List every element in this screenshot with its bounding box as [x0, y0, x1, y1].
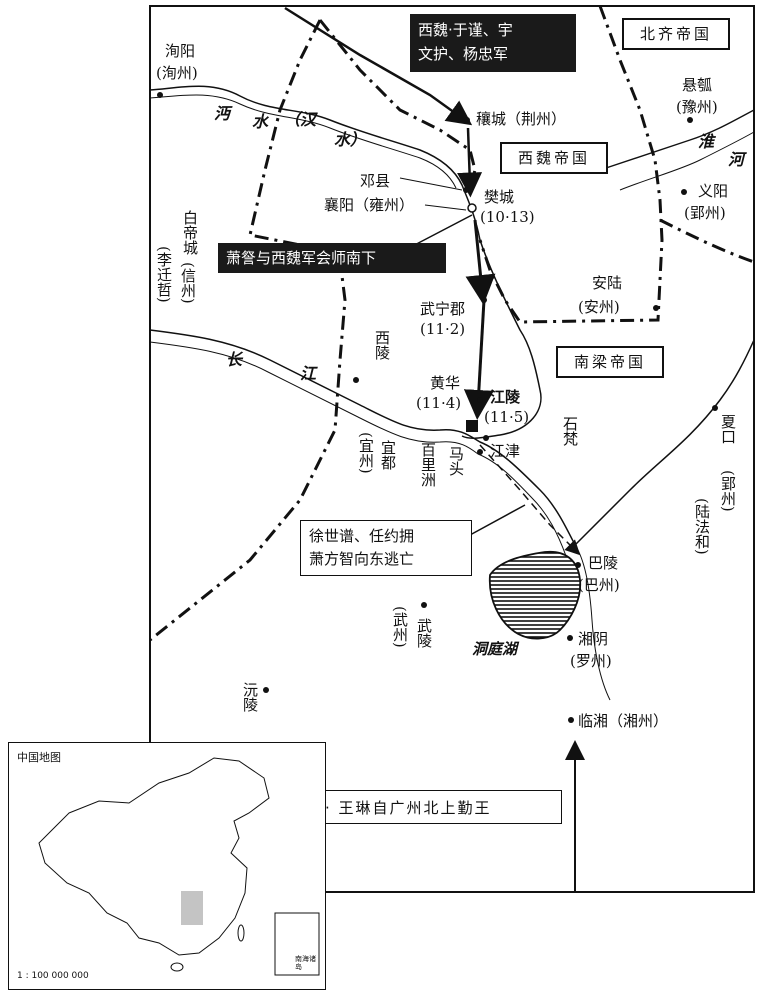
yangtze-river-bank [149, 341, 567, 557]
inset-title: 中国地图 [17, 751, 61, 764]
china-inset-map: 中国地图 南海诸岛 1 : 100 000 000 [8, 742, 326, 990]
wei-army-line1: 西魏·于谨、宇 [418, 21, 513, 39]
han-river-bank [149, 94, 457, 189]
china-outline [38, 757, 320, 976]
wei-army-arrow [284, 6, 473, 126]
yangtze-river [149, 329, 755, 547]
inset-highlight [181, 891, 203, 925]
escape-line1: 徐世谱、任约拥 [309, 527, 415, 545]
escape-route [479, 444, 581, 556]
combined-army-arrow-2 [463, 299, 494, 420]
southern-liang-border [659, 218, 755, 264]
jiangling-marker [466, 420, 478, 432]
western-wei-label: 西魏帝国 [500, 142, 608, 174]
han-river [149, 85, 542, 439]
wei-border-north [318, 19, 477, 191]
nanhai-box [274, 912, 320, 976]
escape-callout: 徐世谱、任约拥 萧方智向东逃亡 [300, 520, 472, 576]
huai-river [599, 109, 755, 171]
leader-xiangyang [424, 204, 467, 211]
wei-army-line2: 文护、杨忠军 [418, 45, 509, 63]
dongting-lake [488, 550, 582, 640]
southern-liang-label: 南梁帝国 [556, 346, 664, 378]
inset-nanhai: 南海诸岛 [295, 955, 316, 971]
leader-escape [469, 504, 526, 536]
wang-lin-callout: · 王琳自广州北上勤王 [316, 790, 562, 824]
huai-river-bank [619, 131, 755, 191]
east-river [574, 544, 611, 701]
wei-army-callout: 西魏·于谨、宇 文护、杨忠军 [410, 14, 576, 72]
xiao-cha-callout: 萧詧与西魏军会师南下 [218, 243, 446, 273]
western-wei-border [149, 19, 347, 642]
northern-qi-border [478, 5, 664, 324]
inset-scale: 1 : 100 000 000 [17, 971, 89, 981]
city-dots [157, 92, 718, 723]
leader-dengxian [399, 177, 463, 191]
escape-line2: 萧方智向东逃亡 [309, 550, 415, 568]
combined-army-arrow-1 [465, 219, 496, 305]
northern-qi-label: 北齐帝国 [622, 18, 730, 50]
wei-army-arrow-2 [457, 127, 483, 198]
